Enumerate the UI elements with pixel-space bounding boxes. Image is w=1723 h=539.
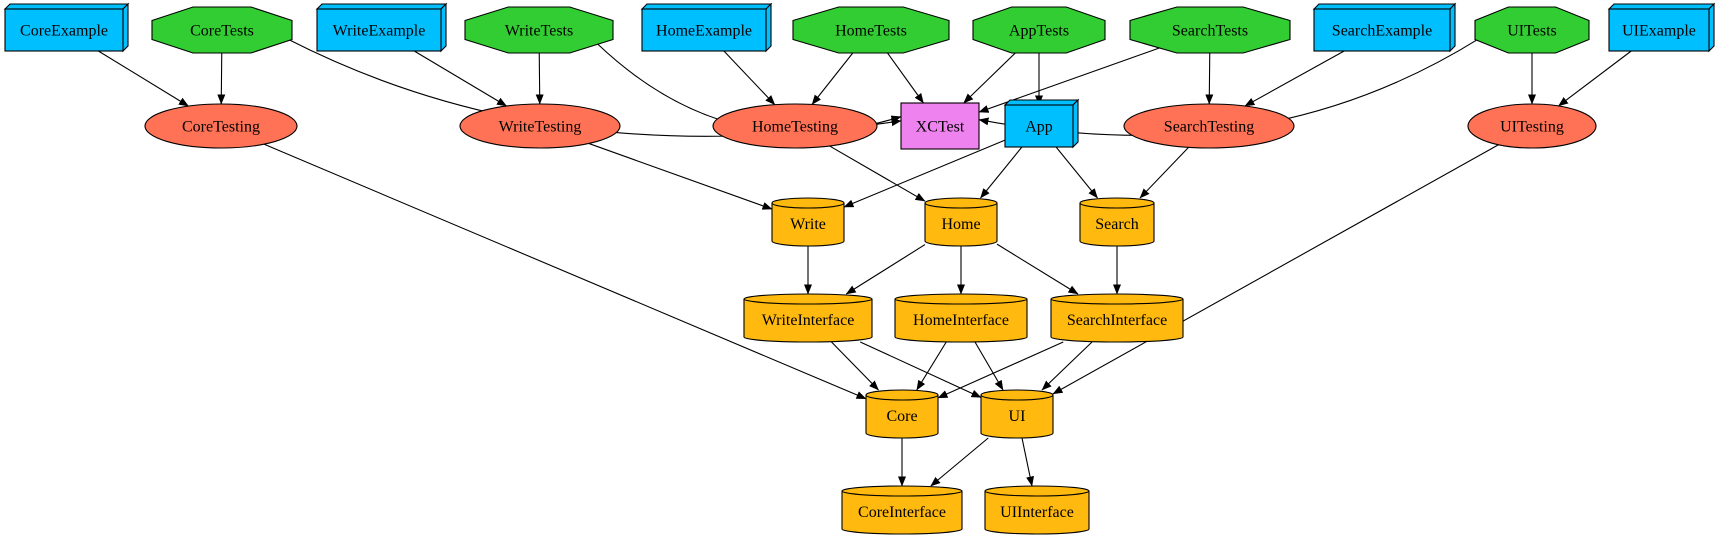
edge-write-example-to-write-testing [413,50,507,107]
node-core-tests[interactable]: CoreTests [151,6,293,54]
node-label-home: Home [941,216,980,233]
node-write-example[interactable]: WriteExample [315,2,448,53]
node-core-interface[interactable]: CoreInterface [841,485,963,535]
node-label-write-tests: WriteTests [505,23,573,40]
node-write-testing[interactable]: WriteTesting [459,103,621,149]
node-label-home-tests: HomeTests [835,23,907,40]
node-xctest[interactable]: XCTest [900,102,980,150]
edge-home-tests-to-xctest [886,52,924,104]
edges-layer [98,38,1632,487]
node-uitesting[interactable]: UITesting [1467,103,1597,149]
edge-home-to-write-interface [845,244,926,295]
node-label-uitesting: UITesting [1500,119,1564,136]
node-uiexample[interactable]: UIExample [1607,2,1716,53]
node-home-testing[interactable]: HomeTesting [712,103,878,149]
edge-write-testing-to-write [588,142,773,210]
edge-uiexample-to-uitesting [1558,50,1632,107]
node-label-app-tests: AppTests [1009,23,1069,40]
node-label-write-testing: WriteTesting [499,119,582,136]
edge-search-interface-to-ui [1041,341,1093,391]
node-core-testing[interactable]: CoreTesting [144,103,298,149]
node-label-search-interface: SearchInterface [1067,312,1167,329]
node-label-app: App [1025,119,1053,136]
edge-home-testing-to-home [829,145,926,202]
edge-ui-to-uiinterface [1021,437,1034,487]
edge-write-interface-to-core [831,341,879,391]
node-label-write: Write [790,216,826,233]
node-label-core-tests: CoreTests [190,23,254,40]
node-uitests[interactable]: UITests [1474,6,1590,54]
node-search-testing[interactable]: SearchTesting [1123,103,1295,149]
edge-uitesting-to-ui [1052,144,1499,395]
node-label-search: Search [1095,216,1139,233]
edge-home-interface-to-core [916,341,947,391]
edge-core-tests-to-core-testing [217,52,226,105]
node-search-example[interactable]: SearchExample [1312,2,1457,53]
node-label-home-interface: HomeInterface [913,312,1009,329]
node-write[interactable]: Write [771,197,845,247]
node-label-xctest: XCTest [916,119,965,136]
edge-ui-to-core-interface [930,437,989,487]
edge-core-testing-to-core [263,143,867,400]
node-search-interface[interactable]: SearchInterface [1050,293,1184,343]
node-label-uiinterface: UIInterface [1000,504,1074,521]
node-label-home-example: HomeExample [656,23,752,40]
node-write-interface[interactable]: WriteInterface [743,293,873,343]
node-search[interactable]: Search [1079,197,1155,247]
node-app[interactable]: App [1003,98,1080,149]
edge-app-to-write [843,139,1006,208]
node-label-core-example: CoreExample [20,23,108,40]
node-ui[interactable]: UI [980,389,1054,439]
edge-search-interface-to-core [937,341,1064,399]
node-label-search-example: SearchExample [1332,23,1432,40]
node-home-interface[interactable]: HomeInterface [894,293,1028,343]
edge-search-testing-to-search [1139,146,1189,199]
edge-home-interface-to-ui [974,341,1004,391]
node-label-core: Core [886,408,917,425]
edge-app-to-home [980,146,1023,199]
node-label-search-tests: SearchTests [1172,23,1248,40]
edge-home-to-search-interface [996,243,1079,295]
edge-search-example-to-search-testing [1244,50,1345,107]
node-label-uiexample: UIExample [1622,23,1696,40]
edge-core-example-to-core-testing [98,50,189,107]
node-core[interactable]: Core [865,389,939,439]
node-label-home-testing: HomeTesting [752,119,838,136]
node-label-core-interface: CoreInterface [858,504,946,521]
node-home-example[interactable]: HomeExample [640,2,773,53]
node-search-tests[interactable]: SearchTests [1129,6,1291,54]
edge-app-to-search [1055,146,1098,199]
node-label-core-testing: CoreTesting [182,119,260,136]
edge-write-tests-to-write-testing [535,52,544,105]
node-label-write-example: WriteExample [333,23,426,40]
edge-app-tests-to-xctest [963,51,1018,104]
node-home[interactable]: Home [924,197,998,247]
node-app-tests[interactable]: AppTests [972,6,1106,54]
node-write-tests[interactable]: WriteTests [464,6,614,54]
edge-search-tests-to-search-testing [1205,52,1214,105]
edge-home-tests-to-home-testing [811,52,854,105]
node-core-example[interactable]: CoreExample [3,2,130,53]
node-label-uitests: UITests [1507,23,1557,40]
edge-home-example-to-home-testing [723,50,776,106]
node-label-write-interface: WriteInterface [762,312,855,329]
node-home-tests[interactable]: HomeTests [792,6,950,54]
node-uiinterface[interactable]: UIInterface [984,485,1090,535]
node-label-ui: UI [1009,408,1026,425]
node-label-search-testing: SearchTesting [1164,119,1254,136]
